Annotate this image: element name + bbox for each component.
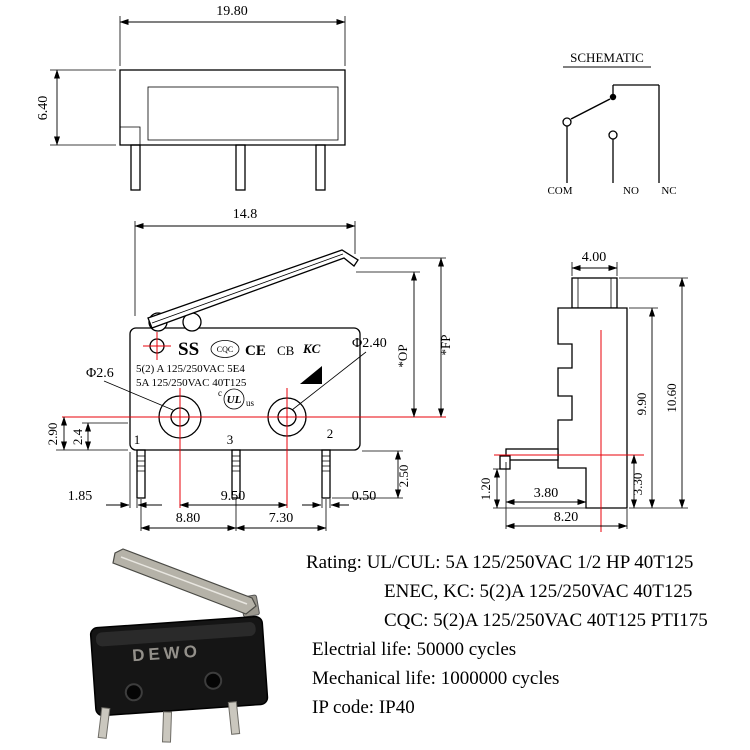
lever-arm (147, 249, 359, 329)
dim-8-80: 8.80 (176, 511, 201, 526)
ul-mark: UL (227, 394, 242, 406)
dim-2-50: 2.50 (396, 465, 411, 488)
lever-photo (112, 548, 257, 615)
schematic-com-label: COM (547, 185, 572, 197)
ul-c-mark: c (218, 388, 222, 398)
dim-3-30: 3.30 (630, 473, 645, 496)
schematic-drawing: SCHEMATIC COM NO NC (547, 50, 676, 197)
dim-fp: *FP (438, 335, 453, 356)
dim-op: *OP (395, 344, 410, 367)
schematic-no-label: NO (623, 185, 639, 197)
dim-1-20: 1.20 (478, 478, 493, 501)
dim-3-80: 3.80 (534, 486, 559, 501)
cb-mark: CB (277, 343, 295, 358)
spec-text-block: Rating: UL/CUL: 5A 125/250VAC 1/2 HP 40T… (306, 552, 708, 718)
spec-line-cqc: CQC: 5(2)A 125/250VAC 40T125 PTI175 (384, 610, 708, 631)
product-photo: DEWO (89, 548, 269, 743)
dim-2-4: 2.4 (70, 428, 85, 445)
hole-right-callout: Φ2.40 (352, 336, 387, 351)
spec-line-mechanical-life: Mechanical life: 1000000 cycles (312, 668, 559, 689)
dim-1-85: 1.85 (68, 489, 93, 504)
kc-mark: KC (302, 341, 321, 356)
front-view-drawing: 14.8 SS CQC CE CB KC 5(2) A 125/250VAC 5… (45, 207, 453, 531)
ce-mark: CE (245, 343, 266, 359)
dim-top-width: 19.80 (216, 4, 248, 19)
rating-line-2: 5A 125/250VAC 40T125 (136, 377, 247, 389)
pin-photo (227, 701, 241, 735)
hole-left-callout: Φ2.6 (86, 366, 114, 381)
spec-line-ip-code: IP code: IP40 (312, 697, 415, 718)
pin-3-label: 3 (227, 432, 234, 447)
dim-8-20: 8.20 (554, 510, 579, 525)
dim-10-60: 10.60 (664, 383, 679, 412)
spec-line-rating: Rating: UL/CUL: 5A 125/250VAC 1/2 HP 40T… (306, 552, 693, 573)
pin-photo (161, 711, 173, 743)
rating-line-1: 5(2) A 125/250VAC 5E4 (136, 363, 245, 375)
mounting-hole-photo (124, 683, 143, 702)
dim-7-30: 7.30 (269, 511, 294, 526)
mounting-hole-photo (204, 671, 223, 690)
schematic-title: SCHEMATIC (570, 50, 644, 65)
cert-arrow-mark (300, 366, 322, 384)
pin-2-label: 2 (327, 426, 334, 441)
brand-logo-text: SS (178, 339, 199, 360)
spec-line-electrical-life: Electrial life: 50000 cycles (312, 639, 516, 660)
ul-us-mark: us (246, 398, 255, 408)
schematic-nc-label: NC (661, 185, 676, 197)
dim-0-50: 0.50 (352, 489, 377, 504)
side-view-drawing: 4.00 9.90 10.60 3.30 3.80 8.20 (478, 250, 688, 532)
photo-brand-text: DEWO (132, 642, 202, 666)
cqc-mark: CQC (217, 345, 233, 354)
spec-line-enec: ENEC, KC: 5(2)A 125/250VAC 40T125 (384, 581, 692, 602)
dim-2-90: 2.90 (45, 423, 60, 446)
top-view-drawing: 19.80 6.40 (36, 4, 346, 191)
pin-photo (97, 707, 111, 739)
dim-top-height: 6.40 (36, 96, 51, 121)
dim-9-50: 9.50 (221, 489, 246, 504)
pin-1-label: 1 (134, 432, 141, 447)
dim-9-90: 9.90 (634, 393, 649, 416)
dim-front-width: 14.8 (233, 207, 258, 222)
dim-4-00: 4.00 (582, 250, 607, 265)
